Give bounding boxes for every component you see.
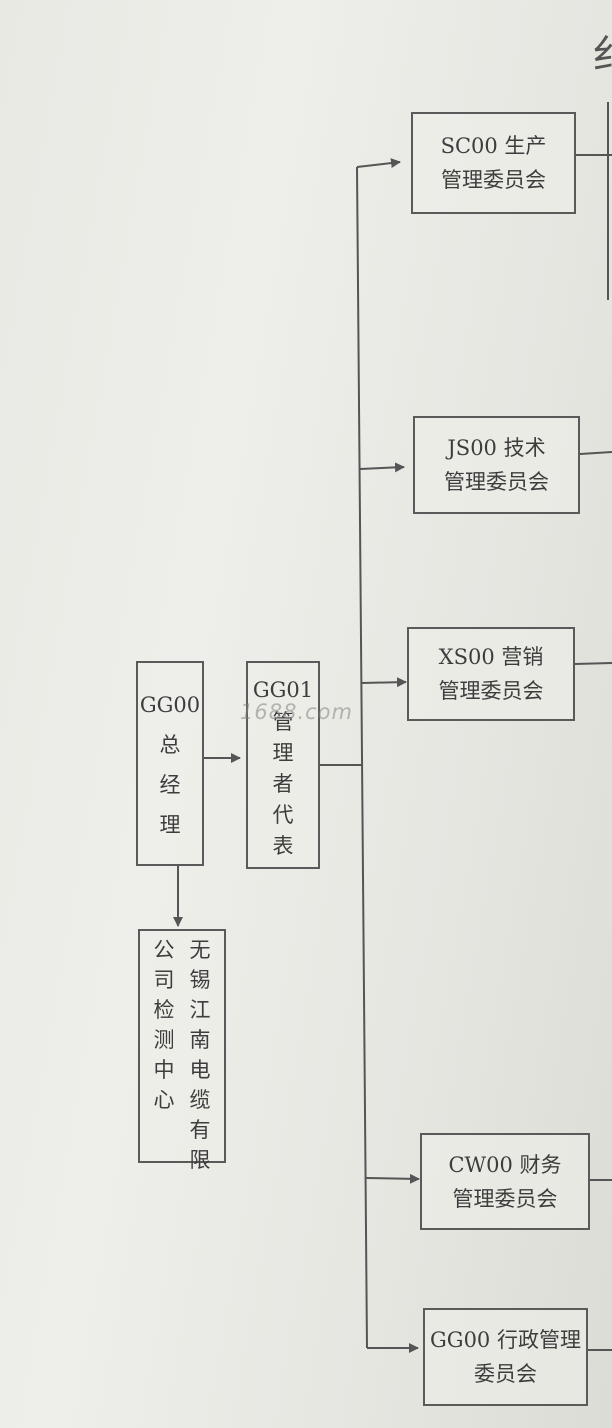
js00-technology-committee-box: JS00 技术 管理委员会	[413, 416, 580, 514]
test-center-col1: 无锡江南电缆有限	[189, 938, 211, 1172]
general-manager-char: 经	[159, 773, 181, 797]
cw00-sub-label: 管理委员会	[452, 1186, 558, 1211]
management-representative-char: 管	[272, 710, 294, 734]
management-representative-char: 表	[272, 834, 294, 858]
sc00-sub-label: 管理委员会	[441, 168, 546, 192]
test-center-col2: 公司检测中心	[153, 938, 175, 1112]
cw00-finance-committee-box: CW00 财务 管理委员会	[420, 1133, 590, 1230]
watermark: 1688.com	[240, 700, 353, 724]
sc00-label: SC00 生产	[440, 134, 547, 158]
xs00-marketing-committee-box: XS00 营销 管理委员会	[407, 627, 575, 721]
xs00-label: XS00 营销	[438, 645, 544, 669]
xs00-sub-label: 管理委员会	[438, 679, 544, 703]
gg00-admin-label: GG00 行政管理	[430, 1328, 581, 1352]
js00-sub-label: 管理委员会	[444, 470, 549, 494]
management-representative-box: GG01 管 理 者 代 表	[246, 661, 320, 869]
test-center-box: 无锡江南电缆有限 公司检测中心	[138, 929, 226, 1172]
general-manager-char: 总	[159, 733, 181, 757]
js00-label: JS00 技术	[447, 436, 546, 460]
sc00-production-committee-box: SC00 生产 管理委员会	[411, 112, 576, 214]
general-manager-char: 理	[159, 813, 181, 837]
diagram-title-fragment: 纟	[592, 22, 612, 80]
general-manager-box: GG00 总 经 理	[136, 661, 204, 866]
management-representative-char: 理	[272, 741, 294, 765]
gg00-admin-sub-label: 委员会	[474, 1362, 537, 1386]
management-representative-char: 代	[272, 803, 294, 827]
management-representative-code: GG01	[252, 678, 314, 702]
cw00-label: CW00 财务	[448, 1152, 562, 1177]
management-representative-char: 者	[272, 772, 294, 796]
general-manager-code: GG00	[139, 693, 201, 717]
gg00-admin-committee-box: GG00 行政管理 委员会	[423, 1308, 588, 1406]
